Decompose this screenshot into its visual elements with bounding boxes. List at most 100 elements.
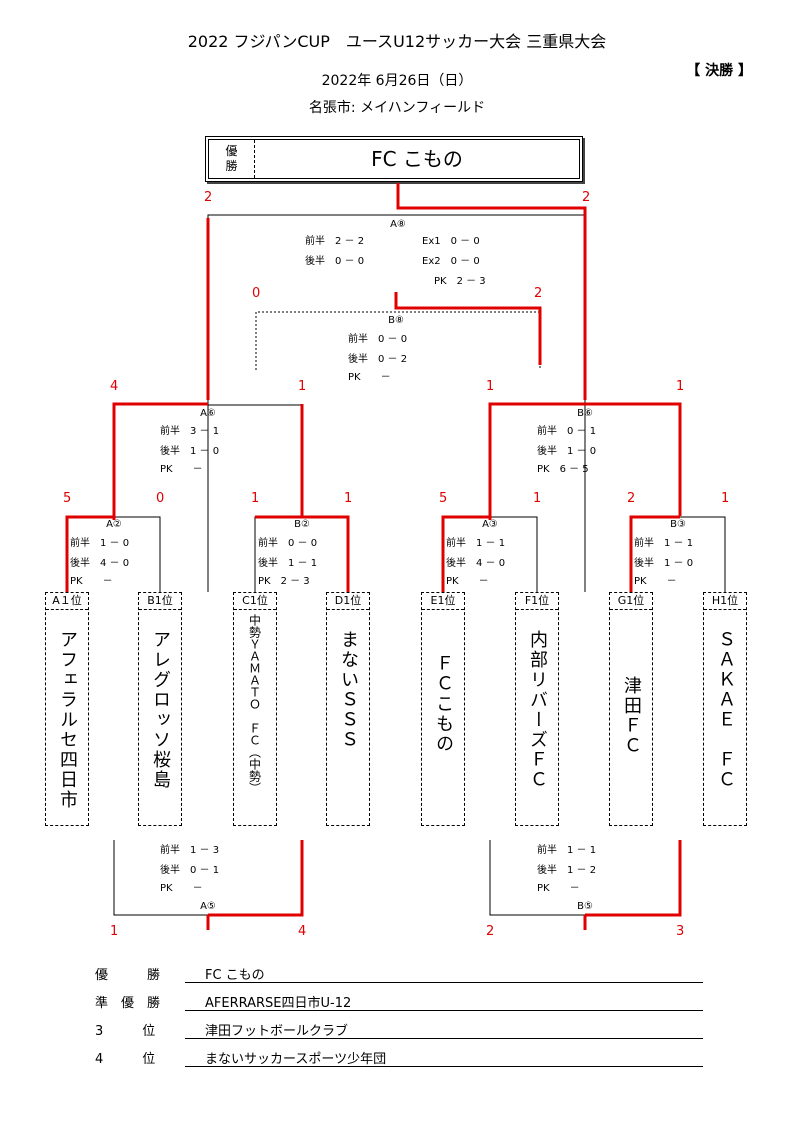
qf-a2-label: A② bbox=[106, 519, 122, 530]
result-rank-2: 準 優 勝 bbox=[95, 996, 161, 1011]
result-team-3: 津田フットボールクラブ bbox=[205, 1024, 349, 1039]
qf-b2-label: B② bbox=[294, 519, 310, 530]
placement-a5-score-right: 4 bbox=[298, 924, 307, 939]
qf-a3-pk: PK － bbox=[446, 576, 489, 587]
team-seed: C1位 bbox=[234, 593, 276, 610]
semi-a6-pk: PK － bbox=[160, 464, 203, 475]
placement-b5-half1: 前半 1 － 1 bbox=[537, 845, 597, 856]
team-card-d1: D1位 まないＳＳＳ bbox=[326, 592, 370, 826]
qf-a2-score-right: 0 bbox=[156, 491, 165, 506]
qf-a3-half2: 後半 4 － 0 bbox=[446, 558, 506, 569]
placement-b5-pk: PK － bbox=[537, 883, 580, 894]
team-name: まないＳＳＳ bbox=[338, 630, 359, 750]
qf-b3-score-left: 2 bbox=[627, 491, 636, 506]
semi-b6-pk: PK 6 － 5 bbox=[537, 464, 589, 475]
final-label: A⑧ bbox=[390, 219, 406, 230]
third-half2: 後半 0 － 2 bbox=[348, 354, 408, 365]
win-path-third bbox=[394, 292, 542, 365]
win-path-semi-left bbox=[112, 402, 208, 520]
qf-b3-score-right: 1 bbox=[721, 491, 730, 506]
win-path-a5 bbox=[208, 840, 304, 917]
team-card-a1: A１位 アフェラルセ四日市 bbox=[45, 592, 89, 826]
champion-label: 優勝 bbox=[209, 140, 255, 178]
qf-a2-score-left: 5 bbox=[63, 491, 72, 506]
placement-a5-half2: 後半 0 － 1 bbox=[160, 865, 220, 876]
champion-name: FC こもの bbox=[371, 147, 463, 171]
placement-b5-half2: 後半 1 － 2 bbox=[537, 865, 597, 876]
team-card-f1: F1位 内部リバーズＦＣ bbox=[515, 592, 559, 826]
match-date: 2022年 6月26日（日） bbox=[321, 73, 473, 89]
semi-a6-label: A⑥ bbox=[200, 408, 216, 419]
page-title: 2022 フジパンCUP ユースU12サッカー大会 三重県大会 bbox=[187, 32, 607, 51]
qf-b3-half2: 後半 1 － 0 bbox=[634, 558, 694, 569]
team-name: 内部リバーズＦＣ bbox=[527, 630, 548, 790]
qf-b2-half2: 後半 1 － 1 bbox=[258, 558, 318, 569]
final-half1: 前半 2 － 2 bbox=[305, 236, 365, 247]
result-team-4: まないサッカースポーツ少年団 bbox=[205, 1052, 387, 1067]
qf-b2-score-right: 1 bbox=[344, 491, 353, 506]
qf-b2-score-left: 1 bbox=[251, 491, 260, 506]
semi-a6-half2: 後半 1 － 0 bbox=[160, 446, 220, 457]
team-card-g1: G1位 津田ＦＣ bbox=[609, 592, 653, 826]
result-team-2: AFERRARSE四日市U-12 bbox=[205, 996, 352, 1011]
qf-a2-pk: PK － bbox=[70, 576, 113, 587]
qf-a2-half2: 後半 4 － 0 bbox=[70, 558, 130, 569]
qf-a3-score-left: 5 bbox=[439, 491, 448, 506]
win-path-final bbox=[396, 183, 587, 400]
result-underline bbox=[185, 982, 703, 983]
final-score-left: 2 bbox=[204, 190, 213, 205]
qf-b2-half1: 前半 0 － 0 bbox=[258, 538, 318, 549]
team-seed: D1位 bbox=[327, 593, 369, 610]
third-label: B⑧ bbox=[388, 315, 404, 326]
semi-b6-half2: 後半 1 － 0 bbox=[537, 446, 597, 457]
semi-b6-label: B⑥ bbox=[577, 408, 593, 419]
team-card-b1: B1位 アレグロッソ桜島 bbox=[138, 592, 182, 826]
final-score-right: 2 bbox=[582, 190, 591, 205]
team-card-e1: E1位 ＦＣこもの bbox=[421, 592, 465, 826]
win-path-qf-b3 bbox=[629, 515, 680, 592]
result-rank-3: 3 位 bbox=[95, 1024, 156, 1039]
semi-a6-half1: 前半 3 － 1 bbox=[160, 426, 220, 437]
champion-box: 優勝 FC こもの bbox=[205, 136, 583, 182]
win-path-semi-right bbox=[488, 402, 585, 520]
team-seed: E1位 bbox=[422, 593, 464, 610]
qf-a3-score-right: 1 bbox=[533, 491, 542, 506]
team-seed: G1位 bbox=[610, 593, 652, 610]
team-name: 中勢ＹＡＭＡＴＯ ＦＣ（中勢） bbox=[247, 614, 262, 794]
placement-a5-half1: 前半 1 － 3 bbox=[160, 845, 220, 856]
win-path-qf-a3 bbox=[441, 515, 490, 592]
third-pk: PK － bbox=[348, 372, 391, 383]
win-path-b5 bbox=[585, 840, 682, 917]
final-ex2: Ex2 0 － 0 bbox=[422, 256, 480, 267]
semi-b6-half1: 前半 0 － 1 bbox=[537, 426, 597, 437]
result-rank-1: 優 勝 bbox=[95, 968, 161, 983]
win-path-qf-b2 bbox=[255, 515, 350, 592]
third-score-right: 2 bbox=[534, 286, 543, 301]
match-venue: 名張市: メイハンフィールド bbox=[308, 100, 486, 116]
semi-b6-score-right: 1 bbox=[676, 379, 685, 394]
stage-label: 【 決勝 】 bbox=[686, 63, 752, 79]
team-name: 津田ＦＣ bbox=[621, 676, 642, 756]
placement-a5-label: A⑤ bbox=[200, 901, 216, 912]
team-name: アフェラルセ四日市 bbox=[57, 630, 78, 810]
team-name: アレグロッソ桜島 bbox=[150, 630, 171, 790]
team-seed: A１位 bbox=[46, 593, 88, 610]
team-seed: H1位 bbox=[704, 593, 746, 610]
qf-b3-pk: PK － bbox=[634, 576, 677, 587]
qf-a3-label: A③ bbox=[482, 519, 498, 530]
semi-a6-score-left: 4 bbox=[110, 379, 119, 394]
final-ex1: Ex1 0 － 0 bbox=[422, 236, 480, 247]
qf-b3-label: B③ bbox=[670, 519, 686, 530]
qf-a3-half1: 前半 1 － 1 bbox=[446, 538, 506, 549]
final-pk: PK 2 － 3 bbox=[434, 276, 486, 287]
third-place-line bbox=[255, 311, 541, 370]
final-half2: 後半 0 － 0 bbox=[305, 256, 365, 267]
semi-b6-score-left: 1 bbox=[486, 379, 495, 394]
third-half1: 前半 0 － 0 bbox=[348, 334, 408, 345]
win-path-semi-right-b bbox=[585, 402, 682, 516]
win-path-qf-a2 bbox=[65, 515, 114, 592]
qf-b3-half1: 前半 1 － 1 bbox=[634, 538, 694, 549]
team-seed: F1位 bbox=[516, 593, 558, 610]
qf-b2-pk: PK 2 － 3 bbox=[258, 576, 310, 587]
